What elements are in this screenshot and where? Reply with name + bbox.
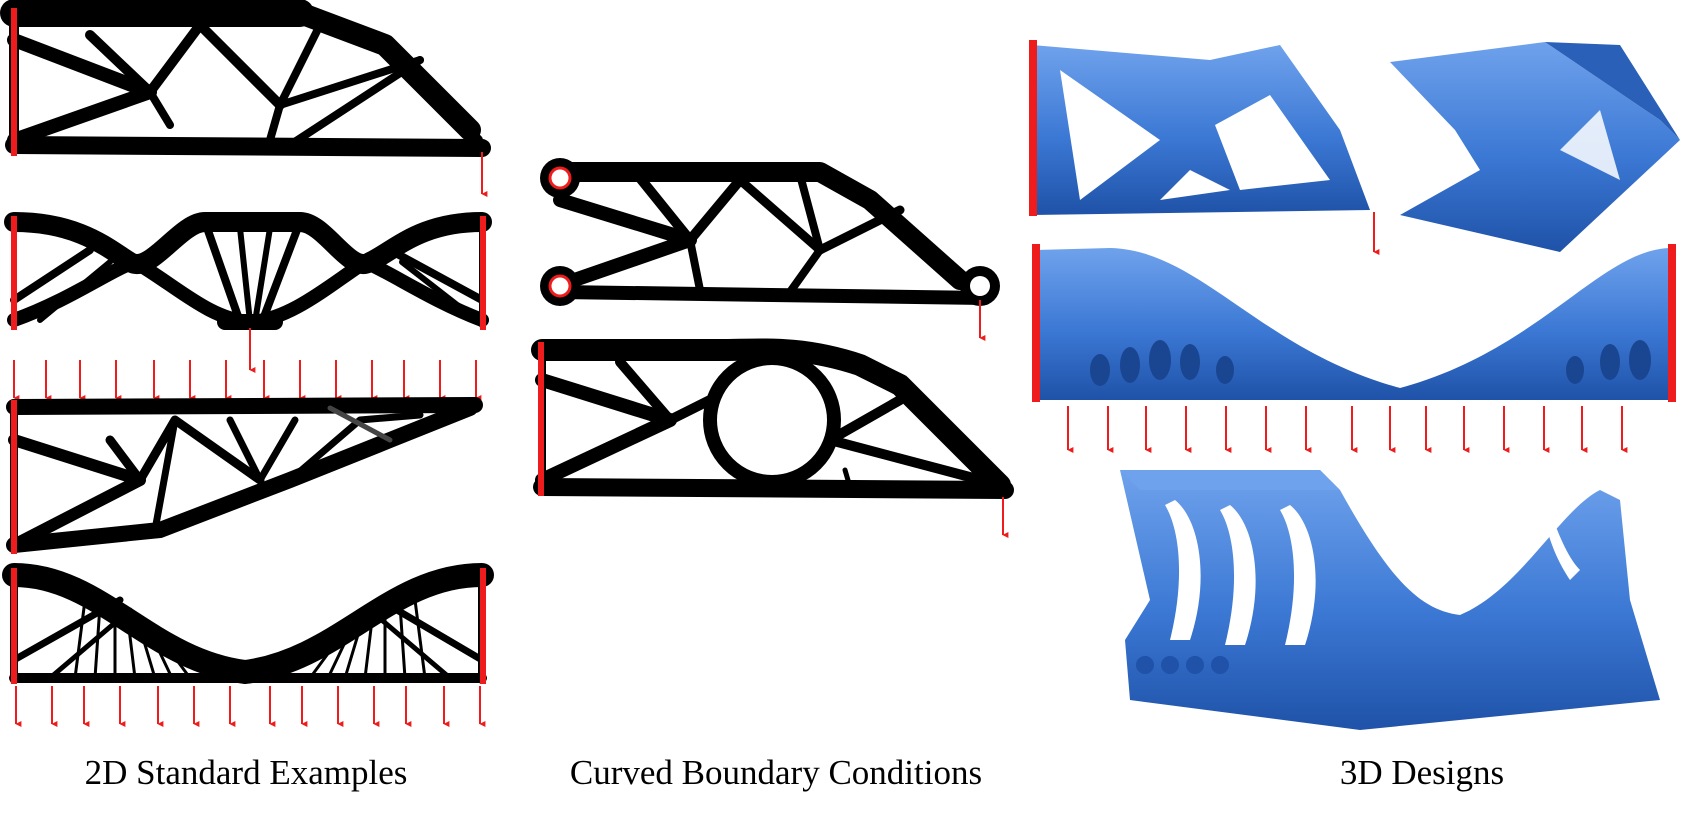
pin-circle-icon [548,166,572,190]
cantilever-3d-iso-solid [1390,42,1680,252]
pin-circle-icon [970,276,990,296]
distributed-load-arrows [15,686,486,727]
bridge-3d-panel [1032,244,1676,453]
bridge-2d-structure [4,212,492,330]
cantilever-3d-panel [1029,40,1380,255]
distributed-bridge-2d-structure [2,563,494,684]
bridge-3d-iso-voids [1165,500,1580,645]
circular-hole [703,351,841,489]
curved-hole-panel [531,338,1014,538]
cantilever-3d-void [1160,170,1230,200]
caption-2d-standard-examples: 2D Standard Examples [85,753,408,792]
curved-cantilever-structure [550,162,992,305]
support-bar-icon [11,8,17,156]
support-bar-icon [480,216,486,330]
distributed-load-arrows [1067,406,1628,453]
distributed-bridge-2d-panel [2,563,494,727]
support-bar-icon [1032,244,1040,402]
distributed-cantilever-2d-structure [6,397,483,554]
distributed-load-arrows [13,360,482,401]
distributed-cantilever-2d-panel [6,360,483,554]
bridge-3d-voids [1090,340,1651,386]
cantilever-3d-void [1215,95,1330,190]
support-bar-icon [1668,244,1676,402]
cantilever-3d-iso-side [1545,42,1680,140]
support-bar-icon [1029,40,1037,216]
support-bar-icon [11,216,17,330]
cantilever-2d-structure [0,0,491,157]
cantilever-2d-panel [0,0,491,197]
fine-members [73,599,427,679]
pin-circle-icon [548,274,572,298]
bridge-2d-panel [4,212,492,373]
support-bar-icon [11,400,17,554]
caption-curved-boundary-conditions: Curved Boundary Conditions [570,753,982,792]
bridge-3d-iso-panel [1120,470,1660,730]
support-bar-icon [480,568,486,684]
caption-3d-designs: 3D Designs [1340,753,1504,792]
cantilever-3d-iso-void [1560,110,1620,180]
bridge-3d-iso-solid [1120,470,1660,730]
support-bar-icon [11,568,17,684]
curved-cantilever-panel [540,158,1000,341]
bridge-3d-iso-top [1120,470,1340,490]
support-bar-icon [538,342,544,496]
cantilever-3d-iso-panel [1390,42,1680,252]
cantilever-3d-void [1060,70,1160,200]
bridge-3d-iso-teeth [1136,656,1229,674]
